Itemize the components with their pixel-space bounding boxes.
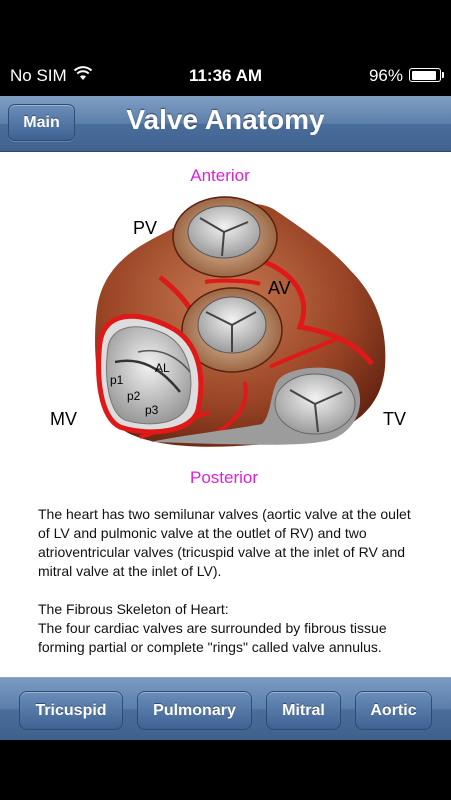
p3-label: p3 xyxy=(145,403,159,417)
bottom-bezel xyxy=(0,740,451,800)
main-button[interactable]: Main xyxy=(8,104,75,141)
mitral-button[interactable]: Mitral xyxy=(266,691,341,730)
mv-label: MV xyxy=(50,409,77,429)
intro-paragraph: The heart has two semilunar valves (aort… xyxy=(38,506,411,579)
posterior-label: Posterior xyxy=(190,468,258,487)
valve-anatomy-diagram: Anterior xyxy=(50,166,406,487)
aortic-valve xyxy=(181,278,283,373)
description-text: The heart has two semilunar valves (aort… xyxy=(38,505,418,676)
status-bar: No SIM 11:36 AM 96% xyxy=(0,0,451,96)
av-label: AV xyxy=(268,278,291,298)
tricuspid-valve xyxy=(150,367,361,445)
battery-percent: 96% xyxy=(368,66,403,85)
clock: 11:36 AM xyxy=(188,66,263,85)
aortic-button[interactable]: Aortic xyxy=(355,691,432,730)
bottom-toolbar: Tricuspid Pulmonary Mitral Aortic xyxy=(0,677,451,740)
p2-label: p2 xyxy=(127,389,141,403)
fibrous-skeleton-heading: The Fibrous Skeleton of Heart: xyxy=(38,601,229,617)
pv-label: PV xyxy=(133,218,157,238)
page-title: Valve Anatomy xyxy=(126,104,325,135)
tv-label: TV xyxy=(383,409,406,429)
anterior-label: Anterior xyxy=(190,166,250,185)
tricuspid-button[interactable]: Tricuspid xyxy=(19,691,123,730)
p1-label: p1 xyxy=(110,373,124,387)
carrier-label: No SIM xyxy=(10,66,67,85)
fibrous-skeleton-paragraph: The four cardiac valves are surrounded b… xyxy=(38,620,387,655)
navigation-bar: Main Valve Anatomy xyxy=(0,96,451,152)
pulmonary-valve xyxy=(172,196,278,278)
battery-fill xyxy=(411,70,437,80)
mitral-valve: AL p1 p2 p3 xyxy=(96,313,204,435)
content-scroll-view[interactable]: Anterior xyxy=(0,152,451,677)
al-label: AL xyxy=(155,361,170,375)
pulmonary-button[interactable]: Pulmonary xyxy=(137,691,252,730)
wifi-icon xyxy=(73,66,93,80)
battery-icon xyxy=(409,68,444,82)
